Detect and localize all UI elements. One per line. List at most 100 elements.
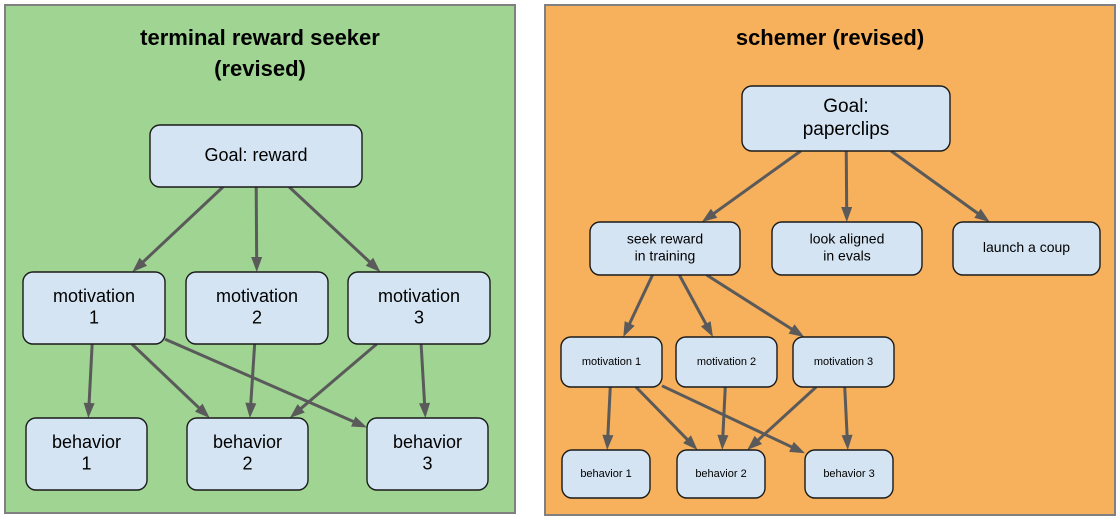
edge-line (755, 385, 818, 443)
edge-arrowhead (700, 321, 713, 337)
look-aligned-node-box[interactable] (771, 221, 923, 276)
panel-title-line: terminal reward seeker (140, 25, 380, 50)
motivation-1-node[interactable]: motivation 1 (560, 336, 663, 388)
panel-left: terminal reward seeker (revised) Goal: rew… (4, 4, 516, 514)
launch-coup-node[interactable]: launch a coup (952, 221, 1101, 276)
edge-arrowhead (974, 208, 990, 222)
seek-reward-node-label: seek reward (627, 231, 703, 247)
motivation-3-node-label: motivation (378, 286, 460, 306)
edge-line (298, 342, 378, 411)
behavior-2-node-box[interactable] (186, 417, 309, 491)
edge-line (711, 149, 802, 216)
edges-left (83, 185, 431, 428)
edges-right (602, 149, 990, 454)
motivation-3-node-label: 3 (414, 308, 424, 328)
edge-arrowhead (841, 434, 853, 450)
goal-node-box[interactable] (741, 85, 951, 152)
behavior-2-node-label: behavior (213, 432, 282, 452)
behavior-1-node-box[interactable] (561, 449, 651, 499)
motivation-2-node-box[interactable] (185, 271, 329, 345)
panel-title-right: schemer (revised) (736, 25, 924, 50)
edge-arrowhead (251, 256, 263, 272)
behavior-1-node-label: behavior 1 (580, 468, 631, 480)
edge-line (843, 386, 849, 438)
edge-line (140, 185, 224, 265)
edge-arrowhead (365, 257, 381, 272)
edge-line (130, 342, 202, 411)
motivation-1-node-label: 1 (89, 308, 99, 328)
behavior-2-node-label: behavior 2 (695, 468, 746, 480)
motivation-2-node-label: motivation (216, 286, 298, 306)
edge-line (890, 149, 981, 216)
behavior-2-node-box[interactable] (676, 449, 766, 499)
behavior-2-node-label: 2 (242, 454, 252, 474)
edge-arrowhead (683, 435, 698, 450)
nodes-left: Goal: rewardmotivation1motivation2motiva… (22, 124, 491, 491)
edge-arrowhead (788, 324, 805, 337)
edge-arrowhead (602, 434, 614, 450)
edge-arrowhead (701, 208, 718, 222)
edge-arrowhead (623, 321, 635, 337)
panel-title-line: (revised) (214, 56, 306, 81)
goal-node-label: Goal: reward (204, 145, 307, 165)
behavior-1-node-label: behavior (52, 432, 121, 452)
motivation-3-node[interactable]: motivation 3 (792, 336, 895, 388)
goal-node[interactable]: Goal:paperclips (741, 85, 951, 152)
edge-arrowhead (841, 206, 853, 222)
motivation-1-node-label: motivation 1 (582, 356, 641, 368)
edge-arrowhead (245, 402, 257, 418)
edge-line (419, 343, 427, 406)
goal-node-label: paperclips (803, 119, 890, 140)
goal-node-box[interactable] (149, 124, 363, 188)
motivation-3-node-box[interactable] (792, 336, 895, 388)
launch-coup-node-label: launch a coup (983, 239, 1070, 255)
seek-reward-node-label: in training (635, 248, 696, 264)
motivation-2-node-label: 2 (252, 308, 262, 328)
edge-line (87, 343, 94, 406)
seek-reward-node-box[interactable] (589, 221, 741, 276)
edge-arrowhead (419, 402, 431, 418)
motivation-1-node-box[interactable] (560, 336, 663, 388)
edge-arrowhead (747, 435, 763, 450)
behavior-1-node-box[interactable] (25, 417, 148, 491)
panel-right: schemer (revised) Goal:paperclips seek rew… (544, 4, 1116, 516)
motivation-1-node-label: motivation (53, 286, 135, 306)
motivation-3-node-box[interactable] (347, 271, 491, 345)
edge-line (634, 385, 690, 442)
behavior-3-node-box[interactable] (366, 417, 489, 491)
behavior-3-node[interactable]: behavior 3 (804, 449, 894, 499)
behavior-1-node[interactable]: behavior 1 (561, 449, 651, 499)
behavior-1-node-label: 1 (81, 454, 91, 474)
edge-arrowhead (289, 404, 305, 418)
edge-line (721, 386, 727, 438)
motivation-2-node-box[interactable] (675, 336, 778, 388)
edge-arrowhead (83, 402, 95, 418)
motivation-2-node-label: motivation 2 (697, 356, 756, 368)
edge-arrowhead (717, 434, 729, 450)
edge-arrowhead (132, 257, 148, 272)
edge-line (627, 274, 654, 326)
goal-node-label: Goal: (823, 96, 868, 117)
edge-line (249, 343, 257, 406)
behavior-3-node-label: behavior (393, 432, 462, 452)
motivation-3-node-label: motivation 3 (814, 356, 873, 368)
edge-arrowhead (789, 441, 805, 454)
goal-node[interactable]: Goal: reward (149, 124, 363, 188)
launch-coup-node-box[interactable] (952, 221, 1101, 276)
behavior-3-node-box[interactable] (804, 449, 894, 499)
motivation-1-node-box[interactable] (22, 271, 166, 345)
behavior-2-node[interactable]: behavior 2 (676, 449, 766, 499)
look-aligned-node-label: look aligned (810, 231, 885, 247)
motivation-2-node[interactable]: motivation 2 (675, 336, 778, 388)
